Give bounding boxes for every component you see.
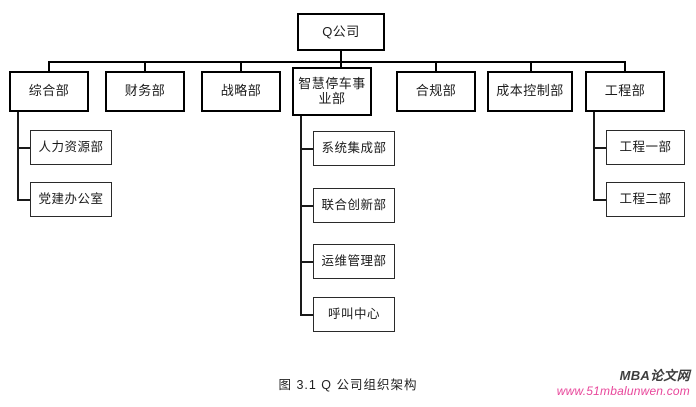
connector-trunk-zonghe <box>17 112 19 201</box>
connector-root-stem <box>340 51 342 62</box>
connector-trunk-gongcheng <box>593 112 595 201</box>
connector-drop-hegui <box>435 61 437 71</box>
connector-drop-chengben <box>530 61 532 71</box>
watermark-brand: MBA论文网 <box>619 368 690 383</box>
connector-trunk-tingche <box>300 116 302 316</box>
connector-drop-gongcheng <box>624 61 626 71</box>
figure-caption: 图 3.1 Q 公司组织架构 <box>278 378 418 392</box>
node-zhanlue-department: 战略部 <box>201 71 281 112</box>
node-caiwu-department: 财务部 <box>105 71 185 112</box>
connector-drop-zonghe <box>48 61 50 71</box>
node-hegui-department: 合规部 <box>396 71 476 112</box>
connector-stub-gc1 <box>593 147 607 149</box>
connector-drop-caiwu <box>144 61 146 71</box>
node-hr-department: 人力资源部 <box>30 130 112 165</box>
node-root-q-company: Q公司 <box>297 13 385 51</box>
node-system-integration-department: 系统集成部 <box>313 131 395 166</box>
node-zonghe-department: 综合部 <box>9 71 89 112</box>
node-engineering-dept-one: 工程一部 <box>606 130 685 165</box>
connector-drop-zhanlue <box>240 61 242 71</box>
connector-stub-lianhe <box>300 205 314 207</box>
connector-stub-hr <box>17 147 31 149</box>
connector-stub-dangjian <box>17 199 31 201</box>
connector-level2-bus <box>48 61 626 63</box>
node-joint-innovation-department: 联合创新部 <box>313 188 395 223</box>
node-engineering-dept-two: 工程二部 <box>606 182 685 217</box>
watermark-url: www.51mbalunwen.com <box>556 384 690 399</box>
node-operations-management-department: 运维管理部 <box>313 244 395 279</box>
connector-stub-gc2 <box>593 199 607 201</box>
connector-stub-yunwei <box>300 261 314 263</box>
node-engineering-department: 工程部 <box>585 71 665 112</box>
node-party-office: 党建办公室 <box>30 182 112 217</box>
node-smart-parking-division: 智慧停车事 业部 <box>292 67 372 116</box>
connector-stub-huhan <box>300 314 314 316</box>
node-call-center: 呼叫中心 <box>313 297 395 332</box>
watermark: MBA论文网 www.51mbalunwen.com <box>557 368 690 399</box>
org-chart: Q公司 综合部 财务部 战略部 智慧停车事 业部 合规部 成本控制部 工程部 人… <box>9 13 685 332</box>
connector-stub-xitong <box>300 148 314 150</box>
node-cost-control-department: 成本控制部 <box>487 71 573 112</box>
connector-drop-tingche <box>340 61 342 71</box>
